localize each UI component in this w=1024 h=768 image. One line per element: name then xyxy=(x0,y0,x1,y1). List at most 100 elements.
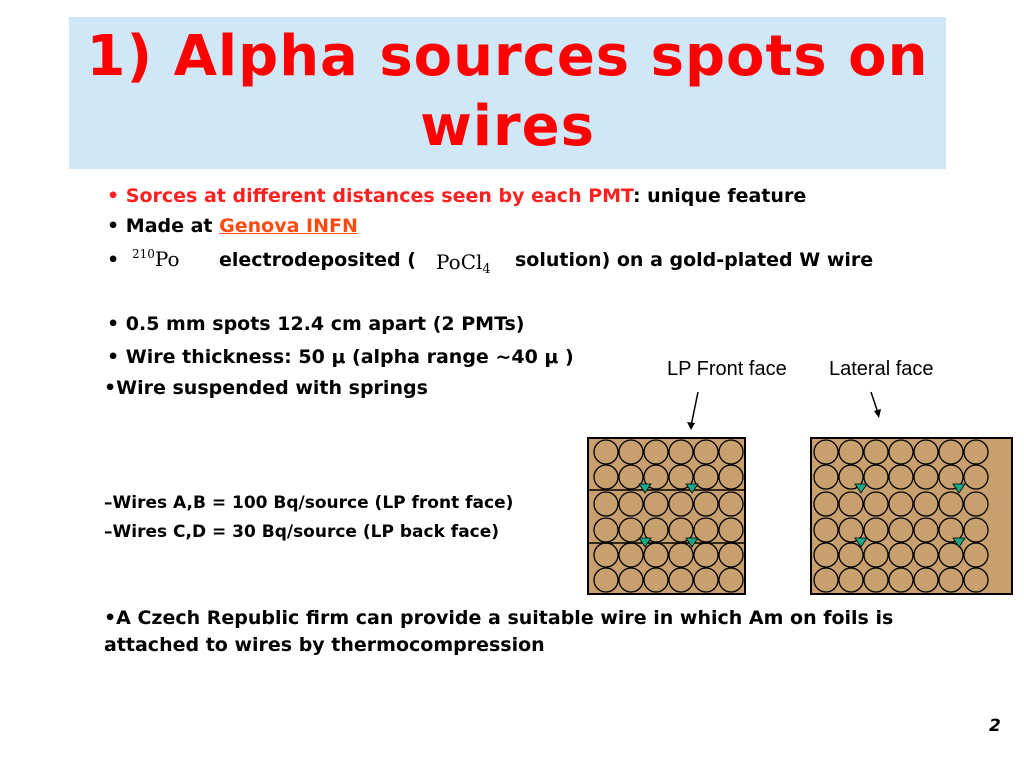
bullet-2-text: Made at xyxy=(125,215,220,237)
tube-circle xyxy=(718,542,744,568)
tube-circle xyxy=(888,439,914,465)
tube-circle xyxy=(813,517,839,543)
source-spot-marker xyxy=(685,537,699,548)
tube-circle xyxy=(913,439,939,465)
tube-circle xyxy=(938,567,964,593)
tube-circle xyxy=(618,542,644,568)
title-banner xyxy=(69,17,946,169)
tube-circle xyxy=(938,464,964,490)
bullet-1: • Sorces at different distances seen by … xyxy=(107,185,807,207)
tube-circle xyxy=(618,567,644,593)
tube-circle xyxy=(838,567,864,593)
tube-circle xyxy=(668,567,694,593)
tube-circle xyxy=(593,567,619,593)
front-face-arrow xyxy=(690,391,699,427)
tube-circle xyxy=(963,439,989,465)
tube-circle xyxy=(963,464,989,490)
tube-circle xyxy=(693,439,719,465)
bullet-1-black-text: : unique feature xyxy=(632,185,807,207)
tube-circle xyxy=(718,517,744,543)
tube-circle xyxy=(668,542,694,568)
tube-circle xyxy=(913,567,939,593)
tube-circle xyxy=(668,464,694,490)
tube-circle xyxy=(718,491,744,517)
pocl4-formula: PoCl4 xyxy=(436,250,491,277)
front-face-tubes xyxy=(593,439,744,593)
bullet-5: • Wire thickness: 50 μ (alpha range ~40 … xyxy=(107,346,574,368)
tube-circle xyxy=(593,464,619,490)
tube-circle xyxy=(963,491,989,517)
tube-circle xyxy=(963,567,989,593)
source-spot-marker xyxy=(854,483,868,494)
tube-circle xyxy=(593,439,619,465)
tube-circle xyxy=(693,517,719,543)
tube-circle xyxy=(618,491,644,517)
tube-circle xyxy=(693,542,719,568)
tube-circle xyxy=(643,517,669,543)
tube-circle xyxy=(838,517,864,543)
source-spot-marker xyxy=(952,483,966,494)
lateral-face-arrow xyxy=(870,391,879,414)
tube-circle xyxy=(938,542,964,568)
lateral-face-arrowhead xyxy=(874,409,881,418)
page-number: 2 xyxy=(989,716,1001,736)
bullet-1-red-text: Sorces at different distances seen by ea… xyxy=(125,185,633,207)
bullet-3-text-a: electrodeposited ( xyxy=(219,249,416,271)
po-isotope: 210Po xyxy=(132,247,180,271)
tube-circle xyxy=(643,464,669,490)
czech-firm-paragraph: •A Czech Republic firm can provide a sui… xyxy=(104,607,894,656)
bullet-3-text-b: solution) on a gold-plated W wire xyxy=(515,249,874,271)
tube-circle xyxy=(888,464,914,490)
tube-circle xyxy=(888,491,914,517)
tube-circle xyxy=(813,491,839,517)
tube-circle xyxy=(963,542,989,568)
tube-circle xyxy=(838,439,864,465)
tube-circle xyxy=(643,542,669,568)
tube-circle xyxy=(813,542,839,568)
bullet-4: • 0.5 mm spots 12.4 cm apart (2 PMTs) xyxy=(107,313,525,335)
tube-circle xyxy=(938,517,964,543)
tube-circle xyxy=(593,542,619,568)
tube-circle xyxy=(593,491,619,517)
tube-circle xyxy=(718,464,744,490)
tube-circle xyxy=(813,464,839,490)
bullet-3: • xyxy=(107,249,120,271)
tube-circle xyxy=(863,542,889,568)
tube-circle xyxy=(913,517,939,543)
wires-ab-note: –Wires A,B = 100 Bq/source (LP front fac… xyxy=(104,493,514,513)
genova-infn-link[interactable]: Genova INFN xyxy=(219,215,358,237)
tube-circle xyxy=(838,542,864,568)
bullet-6: •Wire suspended with springs xyxy=(104,377,428,399)
tube-circle xyxy=(913,542,939,568)
tube-circle xyxy=(693,567,719,593)
tube-circle xyxy=(718,439,744,465)
tube-circle xyxy=(618,439,644,465)
tube-circle xyxy=(863,439,889,465)
tube-circle xyxy=(863,567,889,593)
tube-circle xyxy=(643,491,669,517)
tube-circle xyxy=(693,464,719,490)
source-spot-markers xyxy=(638,483,966,548)
tube-circle xyxy=(593,517,619,543)
tube-circle xyxy=(618,464,644,490)
tube-circle xyxy=(963,517,989,543)
tube-circle xyxy=(668,491,694,517)
tube-circle xyxy=(863,517,889,543)
front-face-box xyxy=(587,437,746,595)
source-spot-marker xyxy=(638,537,652,548)
tube-circle xyxy=(938,439,964,465)
tube-circle xyxy=(668,517,694,543)
tube-circle xyxy=(913,491,939,517)
tube-circle xyxy=(813,567,839,593)
tube-circle xyxy=(693,491,719,517)
tube-circle xyxy=(668,439,694,465)
tube-circle xyxy=(863,464,889,490)
front-face-arrowhead xyxy=(687,422,695,430)
tube-circle xyxy=(643,567,669,593)
tube-circle xyxy=(863,491,889,517)
lp-front-face-label: LP Front face xyxy=(667,358,787,380)
lateral-face-tubes xyxy=(813,439,989,593)
tube-circle xyxy=(938,491,964,517)
source-spot-marker xyxy=(854,537,868,548)
